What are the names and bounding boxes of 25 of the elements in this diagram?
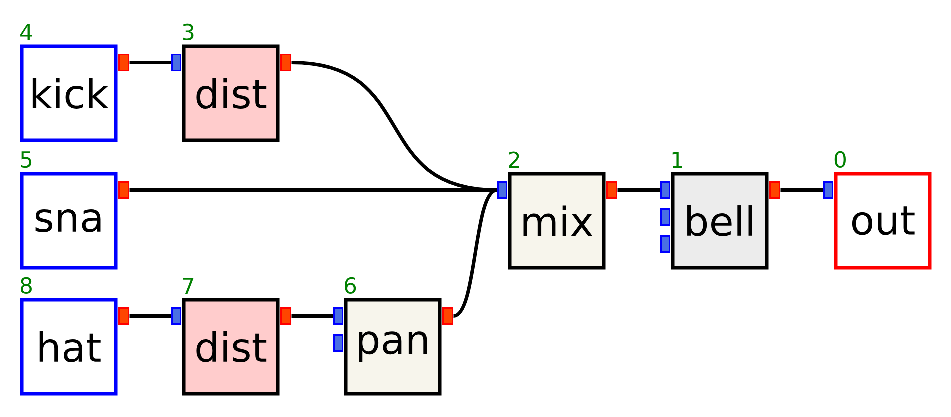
module-box: mix	[508, 172, 606, 270]
node-number: 3	[183, 24, 194, 41]
module-box: pan	[344, 298, 442, 396]
module-box: dist	[182, 298, 280, 396]
node-number: 2	[509, 152, 520, 168]
node-number: 6	[345, 277, 356, 294]
module-box: out	[834, 172, 932, 270]
node-number: 1	[672, 152, 682, 168]
connector	[453, 188, 498, 318]
node-number: 4	[20, 24, 32, 41]
node-number: 5	[21, 152, 32, 168]
module-box: sna	[20, 172, 118, 270]
connector	[130, 61, 172, 64]
connector	[130, 314, 172, 318]
module-box: hat	[20, 298, 118, 396]
connector	[292, 314, 334, 318]
connector	[780, 188, 824, 192]
node-number: 8	[20, 277, 32, 294]
module-box: dist	[182, 44, 280, 142]
node-number: 7	[183, 278, 194, 294]
module-box: kick	[20, 44, 118, 142]
node-number: 0	[834, 151, 846, 168]
connector	[618, 188, 660, 192]
connector	[130, 188, 498, 192]
module-box: bell	[671, 172, 769, 270]
